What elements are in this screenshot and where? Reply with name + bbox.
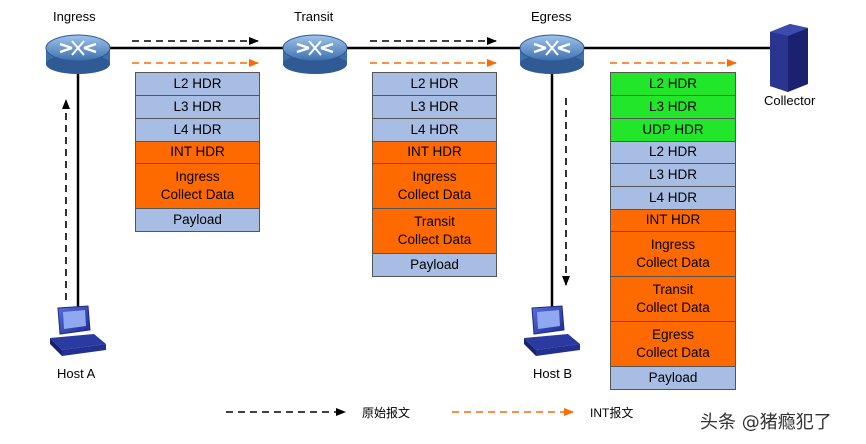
packet-field: INT HDR — [611, 209, 735, 231]
packet-field: L3 HDR — [611, 95, 735, 118]
transit-router-icon — [282, 34, 348, 74]
packet-field: INT HDR — [136, 141, 259, 163]
packet-stack-transit: L2 HDR L3 HDR L4 HDR INT HDR Ingress Col… — [372, 72, 497, 277]
packet-field: INT HDR — [373, 141, 496, 163]
packet-stack-ingress: L2 HDR L3 HDR L4 HDR INT HDR Ingress Col… — [135, 72, 260, 232]
packet-field: L2 HDR — [611, 141, 735, 163]
packet-field: L4 HDR — [373, 118, 496, 141]
legend-original-label: 原始报文 — [362, 406, 411, 420]
packet-field: L4 HDR — [136, 118, 259, 141]
packet-field: Transit Collect Data — [373, 208, 496, 253]
host-a-computer-icon — [50, 305, 106, 356]
watermark-text: 头条 @猪瘾犯了 — [700, 412, 832, 433]
packet-field: Egress Collect Data — [611, 321, 735, 366]
legend-int-label: INT报文 — [590, 406, 634, 420]
packet-field: Payload — [373, 253, 496, 276]
host-b-label: Host B — [533, 366, 573, 381]
host-b-computer-icon — [524, 305, 580, 356]
packet-field: L3 HDR — [136, 95, 259, 118]
packet-field: Transit Collect Data — [611, 276, 735, 321]
packet-field: UDP HDR — [611, 118, 735, 141]
ingress-label: Ingress — [53, 9, 96, 24]
ingress-router-icon — [45, 34, 111, 74]
packet-field: Ingress Collect Data — [373, 163, 496, 208]
packet-field: L4 HDR — [611, 186, 735, 209]
packet-field: L2 HDR — [136, 73, 259, 95]
packet-field: Ingress Collect Data — [136, 163, 259, 208]
egress-label: Egress — [531, 9, 572, 24]
packet-field: L3 HDR — [611, 163, 735, 186]
packet-field: L2 HDR — [373, 73, 496, 95]
packet-field: L2 HDR — [611, 73, 735, 95]
transit-label: Transit — [294, 9, 334, 24]
collector-server-icon — [770, 24, 808, 92]
packet-field: Payload — [136, 208, 259, 231]
host-a-label: Host A — [57, 366, 96, 381]
packet-field: L3 HDR — [373, 95, 496, 118]
collector-label: Collector — [764, 93, 816, 108]
packet-field: Payload — [611, 366, 735, 389]
egress-router-icon — [519, 34, 585, 74]
packet-field: Ingress Collect Data — [611, 231, 735, 276]
packet-stack-egress: L2 HDR L3 HDR UDP HDR L2 HDR L3 HDR L4 H… — [610, 72, 736, 390]
